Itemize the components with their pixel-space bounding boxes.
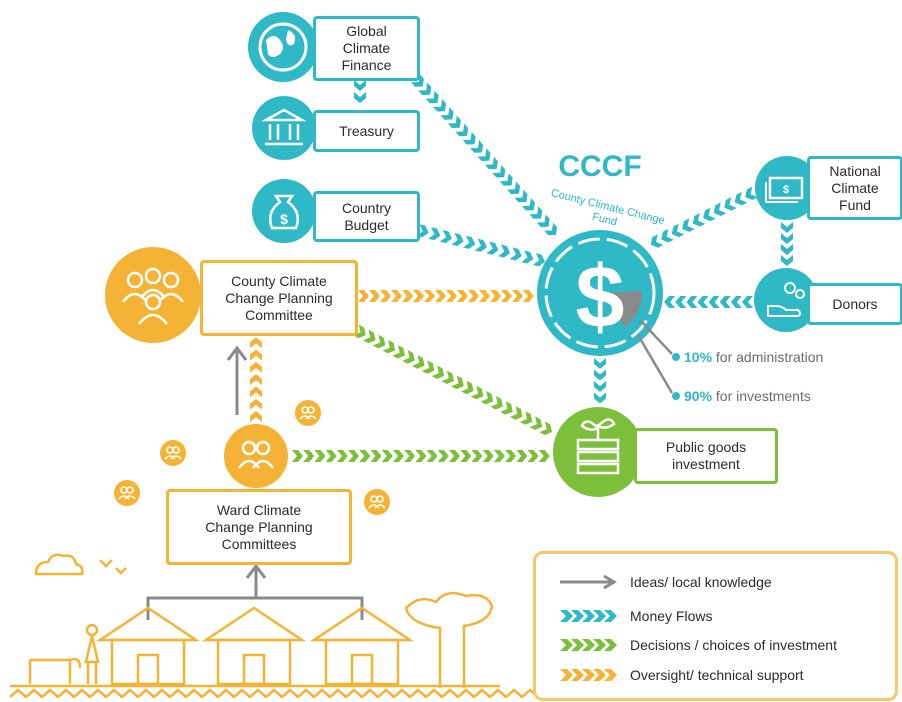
legend-oversight-label: Oversight/ technical support: [630, 667, 804, 683]
group-icon: [105, 247, 201, 343]
flow-ward-to-public: [292, 450, 550, 462]
country-budget-box: Country Budget: [313, 191, 420, 242]
legend-oversight: Oversight/ technical support: [558, 667, 804, 683]
banknotes-icon: $: [755, 156, 819, 220]
public-goods-label: Public goods investment: [665, 439, 747, 472]
money-flow-icon: [560, 610, 617, 622]
svg-text:$: $: [783, 184, 789, 196]
legend: Ideas/ local knowledge Money Flows Decis…: [533, 551, 898, 701]
ward-committees-box: Ward Climate Change Planning Committees: [166, 489, 352, 565]
admin-share-text: for administration: [715, 349, 824, 365]
admin-share-pct: 10%: [684, 349, 713, 365]
cccf-title: CCCF: [558, 150, 642, 183]
donors-label: Donors: [832, 295, 878, 312]
flow-county-to-cccf: [358, 290, 534, 302]
flow-finance-to-treasury: [354, 80, 366, 103]
invest-share-pct: 90%: [684, 388, 713, 404]
flow-global-to-cccf: [403, 65, 561, 239]
treasury-box: Treasury: [313, 110, 420, 152]
national-fund-label: National Climate Fund: [829, 162, 881, 213]
bank-icon: [252, 96, 316, 160]
svg-text:$: $: [280, 211, 288, 227]
ward-group-icon: [224, 424, 288, 488]
decision-flow-icon: [560, 639, 617, 651]
flow-national-to-donors: [781, 222, 793, 266]
ideas-arrow-icon: [560, 574, 617, 590]
flow-ward-to-county: [250, 337, 262, 422]
hand-coins-icon: [754, 268, 818, 332]
donors-box: Donors: [807, 283, 902, 325]
legend-ideas: Ideas/ local knowledge: [558, 574, 772, 590]
flow-budget-to-cccf: [416, 224, 547, 268]
county-committee-label: County Climate Change Planning Committee: [225, 272, 333, 323]
oversight-flow-icon: [560, 669, 617, 681]
legend-decisions: Decisions / choices of investment: [558, 637, 837, 653]
legend-money: Money Flows: [558, 608, 712, 624]
county-committee-box: County Climate Change Planning Committee: [200, 260, 358, 336]
invest-share-text: for investments: [715, 388, 811, 404]
dollar-icon: $: [537, 230, 663, 356]
village-illustration: [9, 553, 587, 699]
country-budget-label: Country Budget: [341, 199, 392, 233]
public-goods-box: Public goods investment: [634, 428, 778, 484]
flow-county-to-public: [353, 324, 555, 438]
legend-decisions-label: Decisions / choices of investment: [630, 637, 837, 653]
plant-coins-icon: [553, 407, 643, 497]
global-finance-box: Global Climate Finance: [313, 16, 420, 81]
community-icons: [114, 400, 390, 515]
legend-ideas-label: Ideas/ local knowledge: [630, 574, 772, 590]
flow-cccf-to-public: [594, 358, 606, 404]
treasury-label: Treasury: [339, 122, 394, 139]
flow-donors-to-cccf: [664, 296, 753, 308]
money-bag-icon: $: [252, 179, 316, 243]
globe-icon: [248, 12, 318, 82]
legend-money-label: Money Flows: [630, 608, 713, 624]
invest-share-label: 90% for investments: [684, 388, 811, 405]
ward-committees-label: Ward Climate Change Planning Committees: [205, 501, 313, 552]
svg-text:$: $: [576, 247, 625, 346]
share-callouts: [636, 319, 680, 400]
national-fund-box: National Climate Fund: [807, 156, 902, 220]
admin-share-label: 10% for administration: [684, 349, 823, 366]
global-finance-label: Global Climate Finance: [341, 23, 392, 73]
